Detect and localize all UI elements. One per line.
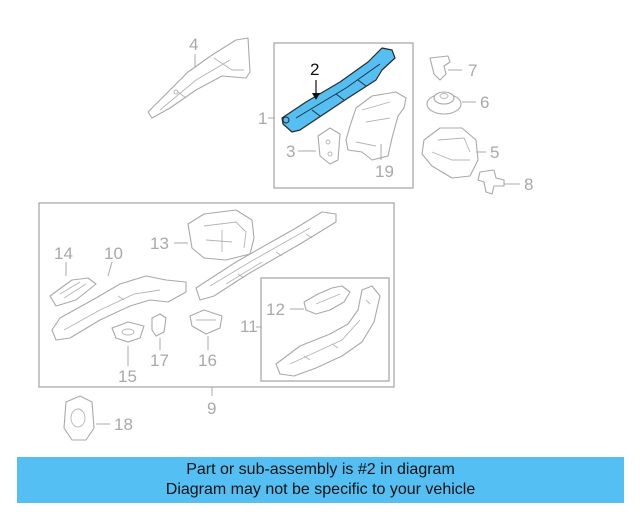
- part-6-mount[interactable]: [426, 91, 462, 115]
- part-3-gusset[interactable]: [317, 127, 341, 165]
- upper-assembly-box: [273, 42, 414, 189]
- part-15-cup[interactable]: [111, 321, 145, 343]
- callout-4: 4: [189, 35, 198, 54]
- callout-18: 18: [114, 415, 133, 434]
- callout-15: 15: [118, 367, 137, 386]
- callout-19: 19: [375, 162, 394, 181]
- callout-3: 3: [286, 142, 295, 161]
- part-10-side-rail[interactable]: [51, 275, 187, 341]
- part-16-pad[interactable]: [189, 309, 223, 335]
- callout-5: 5: [490, 143, 499, 162]
- part-12-bracket[interactable]: [303, 285, 351, 315]
- callout-12: 12: [266, 300, 285, 319]
- callout-1: 1: [258, 109, 267, 128]
- frame-assembly-box: [38, 202, 395, 388]
- callout-6: 6: [480, 93, 489, 112]
- part-8-bolt-bracket[interactable]: [477, 169, 505, 195]
- callout-10: 10: [104, 244, 123, 263]
- callout-16: 16: [198, 351, 217, 370]
- part-13-block[interactable]: [187, 209, 255, 261]
- callout-2: 2: [310, 60, 319, 79]
- callout-7: 7: [468, 61, 477, 80]
- part-17-stud[interactable]: [151, 313, 167, 337]
- banner-line-2: Diagram may not be specific to your vehi…: [165, 481, 476, 498]
- part-7-clip[interactable]: [429, 55, 451, 81]
- callout-14: 14: [54, 244, 73, 263]
- banner-line-1: Part or sub-assembly is #2 in diagram: [186, 461, 455, 478]
- callout-13: 13: [150, 234, 169, 253]
- parts-diagram: 4 1 2 19 3 7 6 5: [38, 35, 533, 441]
- callout-11: 11: [240, 317, 258, 336]
- part-11-assembly[interactable]: [275, 285, 381, 377]
- info-banner: Part or sub-assembly is #2 in diagram Di…: [17, 457, 624, 503]
- part-2-highlighted[interactable]: [281, 47, 396, 133]
- part-19-bracket[interactable]: [345, 91, 407, 161]
- frame-rail[interactable]: [195, 211, 337, 301]
- callout-17: 17: [150, 351, 169, 370]
- callout-9: 9: [207, 399, 216, 418]
- sub-assembly-box-11: [260, 277, 390, 382]
- part-4-pillar[interactable]: [147, 37, 251, 119]
- callout-8: 8: [524, 175, 533, 194]
- part-14-plate[interactable]: [49, 277, 97, 307]
- part-5-housing[interactable]: [421, 127, 479, 179]
- part-18-plate[interactable]: [63, 395, 95, 441]
